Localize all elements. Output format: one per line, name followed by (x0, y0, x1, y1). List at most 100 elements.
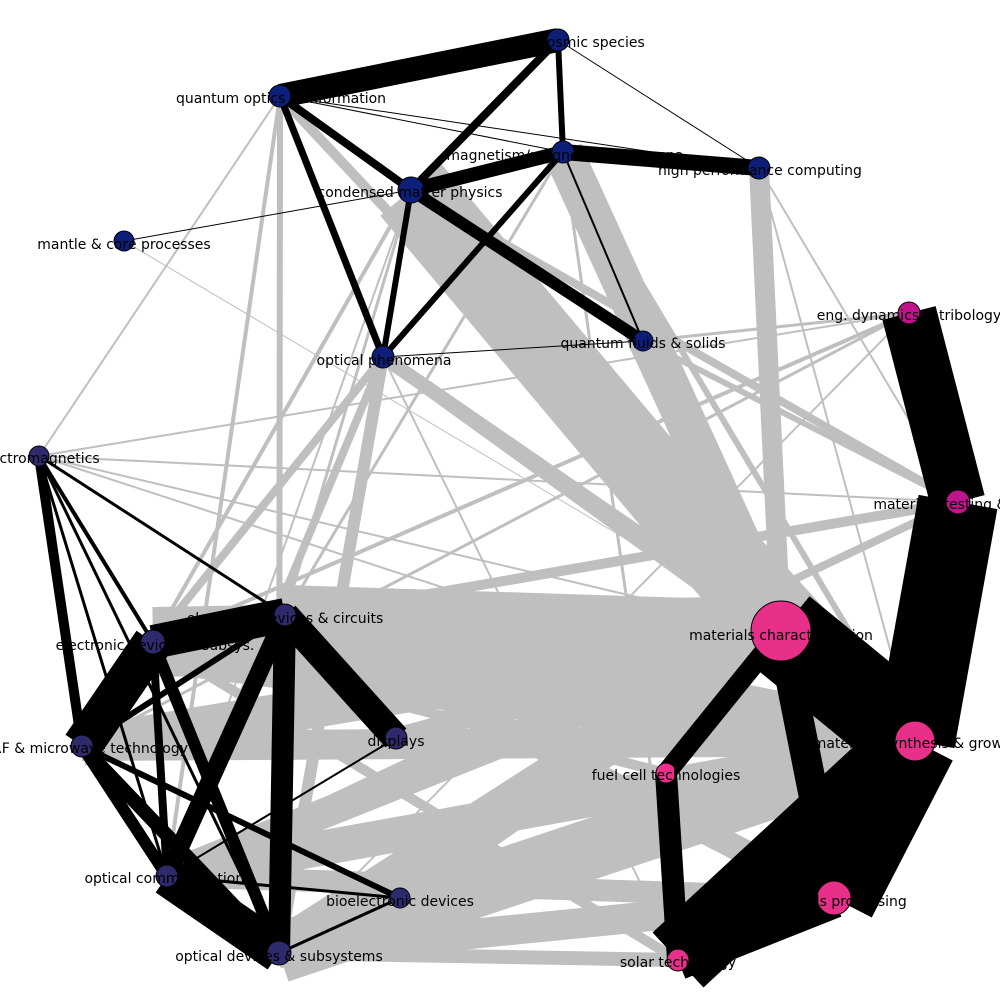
node-label-fuel: fuel cell technologies (592, 768, 741, 784)
edge-optph-solar (382, 356, 679, 961)
edge-eledev-optcomm (158, 611, 294, 880)
node-solar[interactable] (666, 948, 690, 972)
edge-cmp-mantle (123, 189, 412, 242)
node-label-solar: solar technology (620, 955, 736, 971)
node-label-optcomm: optical communications (84, 871, 251, 887)
edge-mproc-solar (670, 879, 842, 979)
node-optdev[interactable] (266, 940, 292, 966)
node-label-mag: magnetism/magnetic phenomena (446, 148, 683, 164)
node-optph[interactable] (371, 345, 395, 369)
edge-rf-bioel (80, 743, 402, 901)
edge-mchar-mantle (123, 240, 782, 632)
edge-qfs-edt (642, 311, 910, 343)
node-optcomm[interactable] (155, 864, 179, 888)
node-rf[interactable] (70, 734, 94, 758)
node-label-eledev: electronic devices & circuits (187, 611, 384, 627)
edge-qfs-mchar (629, 334, 795, 638)
node-mproc[interactable] (816, 880, 852, 916)
edge-qoi-mag (279, 95, 564, 153)
edge-mtest-cmp (409, 186, 960, 506)
node-cmp[interactable] (397, 176, 425, 204)
edge-fuel-optcomm (165, 767, 668, 882)
node-label-hpc: high performance computing (658, 163, 862, 179)
edge-cmp-qfs (407, 184, 647, 347)
label-layer: cosmic species quantum optics & informati… (0, 35, 1000, 971)
node-label-rf: RF & microwave technology (0, 741, 188, 757)
edge-mtest-mproc (817, 496, 975, 904)
node-label-mproc: materials processing (761, 894, 907, 910)
node-label-qoi: quantum optics & information (176, 91, 386, 107)
edge-edt-elesub (152, 311, 910, 644)
edge-em-eledev (38, 454, 286, 617)
edge-em-edt (38, 312, 910, 457)
edge-eledev-optdev (268, 614, 296, 954)
edge-optdev-bioel (278, 896, 401, 955)
node-qfs[interactable] (632, 330, 654, 352)
node-hpc[interactable] (747, 156, 771, 180)
edge-optph-elesub (149, 354, 387, 645)
edge-em-qoi (38, 95, 281, 457)
node-label-displays: displays (367, 734, 424, 750)
edge-qoi-optph (276, 94, 387, 359)
edge-elesub-rf (65, 630, 170, 758)
node-mantle[interactable] (113, 230, 135, 252)
edge-cmp-eledev (283, 189, 413, 616)
node-label-mchar: materials characterisation (689, 628, 873, 644)
node-label-optph: optical phenomena (317, 353, 452, 369)
edge-hpc-mchar (749, 167, 791, 632)
edge-displays-optcomm (166, 737, 397, 877)
edge-elesub-optdev (147, 639, 285, 956)
node-label-optdev: optical devices & subsystems (175, 949, 383, 965)
node-label-qfs: quantum fluids & solids (560, 336, 725, 352)
edge-displays-eledev (274, 605, 407, 748)
edge-optcomm-optdev (155, 859, 291, 970)
node-cosmic[interactable] (546, 28, 570, 52)
edge-hpc-msyn (758, 167, 916, 742)
node-mtest[interactable] (945, 489, 971, 515)
node-bioel[interactable] (389, 887, 411, 909)
edge-em-rf (34, 455, 87, 747)
node-layer (28, 28, 971, 972)
node-label-bioel: bioelectronic devices (326, 894, 474, 910)
edge-cmp-optph (380, 189, 414, 358)
edge-mtest-optcomm (165, 498, 960, 880)
node-label-mantle: mantle & core processes (37, 237, 210, 253)
edge-em-elesub (37, 454, 155, 644)
node-em[interactable] (28, 445, 50, 467)
edge-elesub-eledev (149, 598, 289, 659)
node-elesub[interactable] (140, 629, 166, 655)
edge-mag-hpc (562, 144, 760, 176)
node-label-msyn: materials synthesis & growth (813, 736, 1000, 752)
node-label-elesub: electronic devices & subsys. (56, 638, 255, 654)
edge-fuel-solar (655, 772, 689, 961)
node-label-mtest: materials testing & eng. (873, 497, 1000, 513)
edge-cosmic-hpc (557, 39, 760, 169)
edge-cmp-cosmic (408, 37, 561, 193)
edge-edt-optdev (278, 312, 910, 954)
edge-edt-mtest (882, 306, 985, 509)
edge-qoi-cmp (277, 92, 414, 194)
node-fuel[interactable] (655, 762, 677, 784)
edge-qoi-cosmic (277, 28, 561, 108)
edge-qfs-mtest (641, 338, 960, 505)
edge-mag-qfs (562, 151, 644, 342)
edge-layer (34, 28, 998, 988)
edge-cosmic-mag (555, 39, 566, 153)
node-msyn[interactable] (894, 720, 936, 762)
edge-mag-optph (380, 150, 566, 359)
node-qoi[interactable] (268, 84, 292, 108)
node-label-cmp: condensed matter physics (318, 185, 503, 201)
node-edt[interactable] (897, 301, 921, 325)
node-label-edt: eng. dynamics & tribology (817, 308, 1000, 324)
edge-fuel-elesub (151, 637, 668, 778)
edge-optph-qfs (382, 340, 644, 358)
edge-optcomm-bioel (166, 874, 401, 900)
node-displays[interactable] (384, 726, 408, 750)
edge-solar-optdev (278, 946, 679, 967)
node-label-em: electromagnetics (0, 451, 100, 467)
node-mchar[interactable] (750, 600, 812, 662)
edge-mchar-qoi (276, 92, 785, 635)
node-eledev[interactable] (273, 603, 297, 627)
node-label-cosmic: cosmic species (539, 35, 645, 51)
node-mag[interactable] (551, 140, 575, 164)
